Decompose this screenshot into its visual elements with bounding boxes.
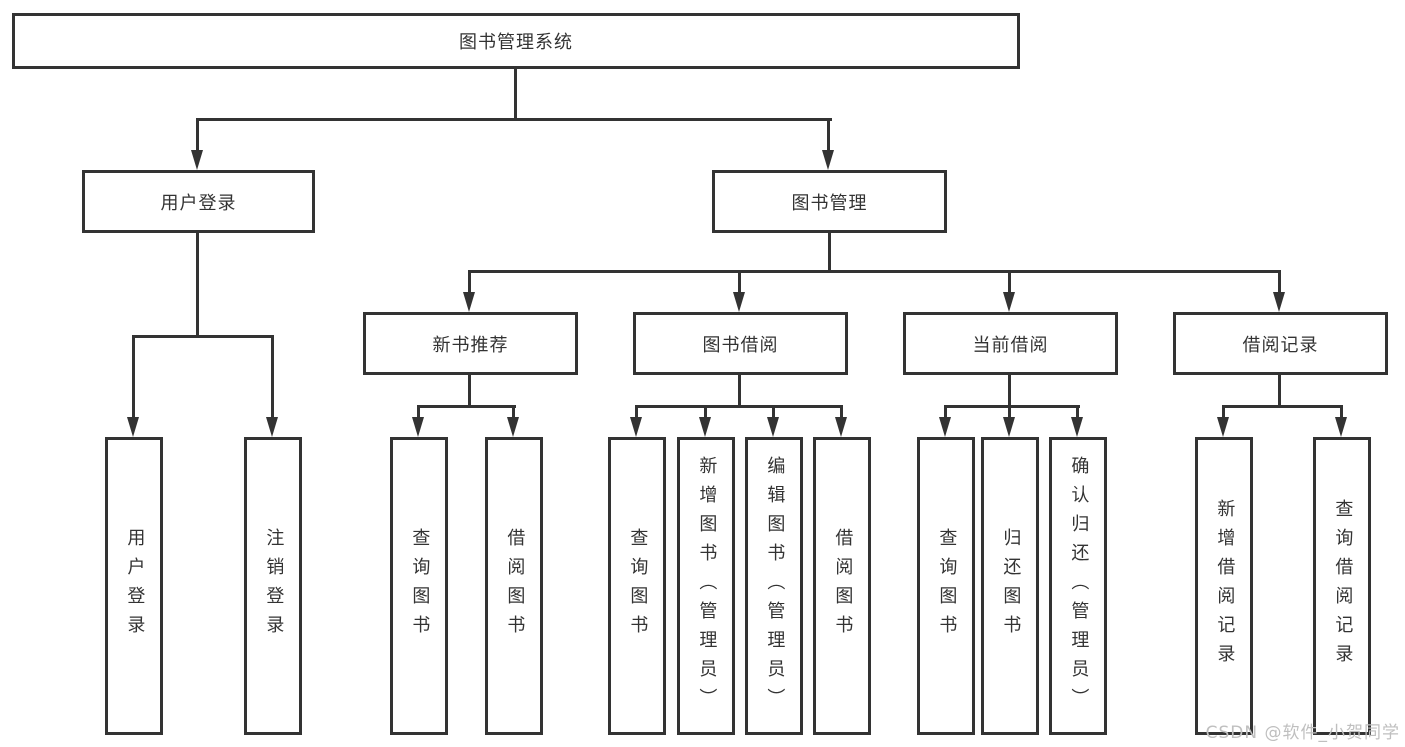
connector-line xyxy=(944,405,1080,408)
connector-line xyxy=(271,335,274,419)
leaf-label: 借阅图书 xyxy=(832,528,854,644)
connector-line xyxy=(738,375,741,408)
leaf-label: 确认归还（管理员） xyxy=(1068,455,1090,717)
node-label: 图书借阅 xyxy=(702,334,779,356)
leaf-borrow-books: 借阅图书 xyxy=(485,437,543,735)
leaf-return-books: 归还图书 xyxy=(981,437,1039,735)
node-book-borrowing: 图书借阅 xyxy=(633,312,848,375)
connector-line xyxy=(1222,405,1225,419)
leaf-query-books-3: 查询图书 xyxy=(917,437,975,735)
leaf-label: 用户登录 xyxy=(124,528,146,644)
connector-line xyxy=(635,405,638,419)
leaf-label: 编辑图书（管理员） xyxy=(764,455,786,717)
connector-line xyxy=(772,405,775,419)
connector-line xyxy=(468,375,471,408)
node-label: 图书管理系统 xyxy=(459,32,573,53)
node-label: 借阅记录 xyxy=(1242,334,1319,356)
leaf-label: 注销登录 xyxy=(263,528,285,644)
leaf-label: 查询图书 xyxy=(409,528,431,644)
connector-line xyxy=(1008,270,1011,294)
node-label: 用户登录 xyxy=(160,192,237,214)
leaf-label: 查询借阅记录 xyxy=(1332,499,1354,673)
node-library-management-system: 图书管理系统 xyxy=(12,13,1020,69)
arrowhead-down-icon xyxy=(1003,292,1015,312)
leaf-label: 新增借阅记录 xyxy=(1214,499,1236,673)
connector-line xyxy=(1278,375,1281,408)
node-label: 新书推荐 xyxy=(432,334,509,356)
arrowhead-down-icon xyxy=(767,417,779,437)
connector-line xyxy=(468,270,1281,273)
connector-line xyxy=(840,405,843,419)
connector-line xyxy=(196,118,199,152)
arrowhead-down-icon xyxy=(1273,292,1285,312)
connector-line xyxy=(196,118,832,121)
connector-line xyxy=(1076,405,1079,419)
connector-line xyxy=(1278,270,1281,294)
connector-line xyxy=(635,405,843,408)
leaf-query-books: 查询图书 xyxy=(390,437,448,735)
node-label: 图书管理 xyxy=(791,192,868,214)
node-book-management: 图书管理 xyxy=(712,170,947,233)
leaf-edit-book-admin: 编辑图书（管理员） xyxy=(745,437,803,735)
connector-line xyxy=(828,233,831,273)
leaf-label: 查询图书 xyxy=(936,528,958,644)
leaf-query-borrow-record: 查询借阅记录 xyxy=(1313,437,1371,735)
leaf-query-books-2: 查询图书 xyxy=(608,437,666,735)
arrowhead-down-icon xyxy=(822,150,834,170)
arrowhead-down-icon xyxy=(939,417,951,437)
connector-line xyxy=(704,405,707,419)
connector-line xyxy=(1222,405,1343,408)
leaf-logout: 注销登录 xyxy=(244,437,302,735)
connector-line xyxy=(827,118,830,152)
connector-line xyxy=(514,69,517,121)
arrowhead-down-icon xyxy=(266,417,278,437)
connector-line xyxy=(132,335,274,338)
node-label: 当前借阅 xyxy=(972,334,1049,356)
arrowhead-down-icon xyxy=(412,417,424,437)
arrowhead-down-icon xyxy=(1335,417,1347,437)
leaf-label: 归还图书 xyxy=(1000,528,1022,644)
connector-line xyxy=(1340,405,1343,419)
leaf-label: 查询图书 xyxy=(627,528,649,644)
node-user-login: 用户登录 xyxy=(82,170,315,233)
arrowhead-down-icon xyxy=(1217,417,1229,437)
leaf-label: 借阅图书 xyxy=(504,528,526,644)
leaf-user-login: 用户登录 xyxy=(105,437,163,735)
node-current-borrowing: 当前借阅 xyxy=(903,312,1118,375)
connector-line xyxy=(468,270,471,294)
leaf-confirm-return-admin: 确认归还（管理员） xyxy=(1049,437,1107,735)
arrowhead-down-icon xyxy=(835,417,847,437)
arrowhead-down-icon xyxy=(191,150,203,170)
connector-line xyxy=(1008,375,1011,408)
arrowhead-down-icon xyxy=(1071,417,1083,437)
leaf-add-borrow-record: 新增借阅记录 xyxy=(1195,437,1253,735)
csdn-watermark: CSDN @软件_小贺同学 xyxy=(1205,723,1400,743)
leaf-label: 新增图书（管理员） xyxy=(696,455,718,717)
connector-line xyxy=(512,405,515,419)
leaf-add-book-admin: 新增图书（管理员） xyxy=(677,437,735,735)
node-new-book-recommend: 新书推荐 xyxy=(363,312,578,375)
node-borrowing-records: 借阅记录 xyxy=(1173,312,1388,375)
arrowhead-down-icon xyxy=(127,417,139,437)
connector-line xyxy=(1008,405,1011,419)
connector-line xyxy=(417,405,516,408)
arrowhead-down-icon xyxy=(733,292,745,312)
arrowhead-down-icon xyxy=(630,417,642,437)
connector-line xyxy=(132,335,135,419)
arrowhead-down-icon xyxy=(463,292,475,312)
arrowhead-down-icon xyxy=(507,417,519,437)
arrowhead-down-icon xyxy=(699,417,711,437)
arrowhead-down-icon xyxy=(1003,417,1015,437)
connector-line xyxy=(417,405,420,419)
connector-line xyxy=(196,233,199,338)
connector-line xyxy=(738,270,741,294)
connector-line xyxy=(944,405,947,419)
leaf-borrow-books-2: 借阅图书 xyxy=(813,437,871,735)
